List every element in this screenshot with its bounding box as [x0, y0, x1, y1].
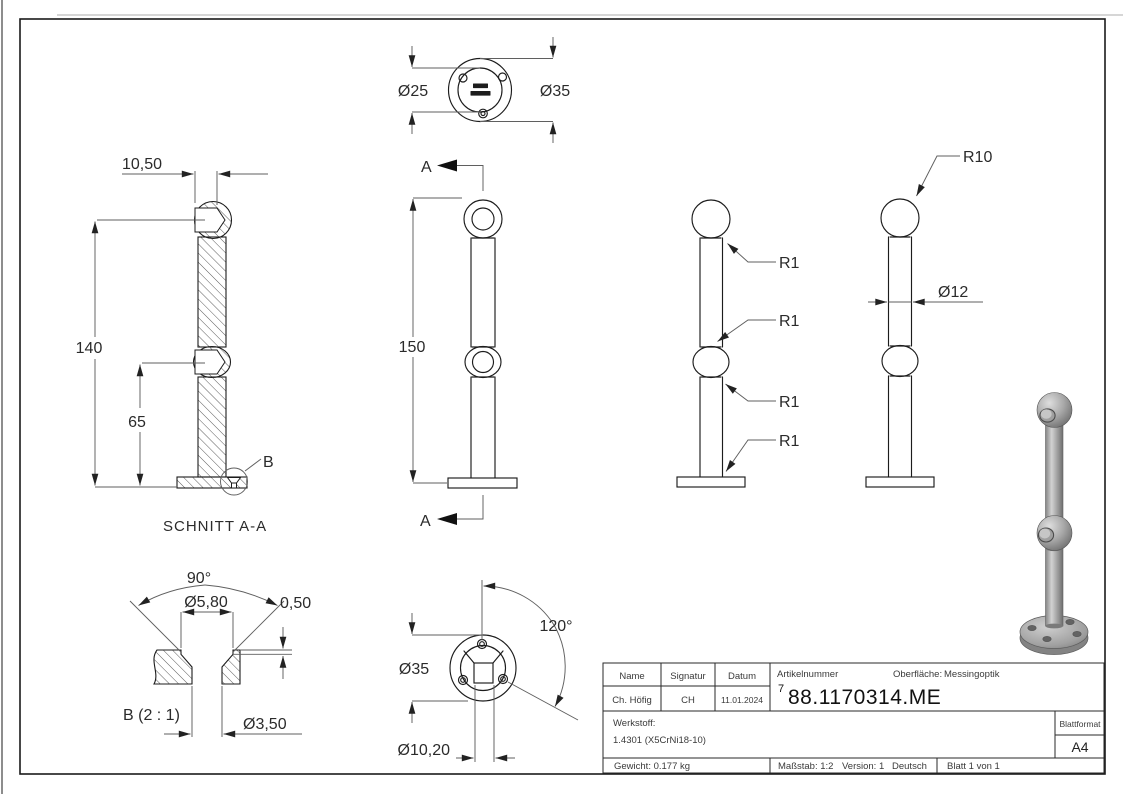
tb-format-label: Blattformat — [1059, 719, 1101, 729]
tb-name-header: Name — [619, 671, 644, 682]
section-title: SCHNITT A-A — [163, 518, 267, 535]
detail-title: B (2 : 1) — [123, 707, 180, 724]
side-view-fillets: R1 R1 R1 R1 — [676, 199, 800, 488]
dim-d25: Ø25 — [398, 83, 428, 100]
dim-65: 65 — [128, 414, 146, 431]
dim-d3-50: Ø3,50 — [243, 716, 287, 733]
socket-middle — [194, 349, 226, 375]
dim-90deg: 90° — [187, 570, 211, 587]
tb-article-label: Artikelnummer — [777, 669, 838, 680]
detail-view-b: 90° Ø5,80 0,50 Ø3,50 B (2 : 1) — [123, 570, 311, 738]
tb-material-label: Werkstoff: — [613, 718, 655, 729]
fillet-r1-2: R1 — [779, 313, 800, 330]
dim-150: 150 — [399, 339, 426, 356]
render-top-ball — [1036, 392, 1073, 428]
dim-0-50: 0,50 — [280, 595, 311, 612]
tb-article-number: 88.1170314.ME — [788, 686, 941, 709]
dim-120deg: 120° — [539, 618, 572, 635]
detail-label-b: B — [263, 454, 274, 471]
dim-d10-20: Ø10,20 — [398, 742, 451, 759]
engraving-text-illegible — [470, 91, 491, 96]
tb-material-value: 1.4301 (X5CrNi18-10) — [613, 735, 706, 746]
dim-d35: Ø35 — [540, 83, 570, 100]
title-block: Name Signatur Datum Ch. Höfig CH 11.01.2… — [602, 662, 1105, 774]
side-view-radius: R10 Ø12 — [865, 149, 992, 488]
render-3d — [1019, 392, 1089, 655]
fillet-r1-3: R1 — [779, 394, 800, 411]
tb-article-prefix: 7 — [778, 683, 784, 695]
detail-circle-b — [220, 467, 248, 496]
tb-weight: Gewicht: 0.177 kg — [614, 761, 690, 772]
dim-d12: Ø12 — [938, 284, 968, 301]
fillet-r1-1: R1 — [779, 255, 800, 272]
dim-d5-80: Ø5,80 — [184, 594, 228, 611]
tb-signature: CH — [681, 695, 695, 706]
section-view: B 10,50 140 65 SCHNITT A-A — [76, 156, 274, 535]
fillet-r1-4: R1 — [779, 433, 800, 450]
cut-label-top: A — [421, 159, 432, 176]
dim-d35-bottom: Ø35 — [399, 661, 429, 678]
tb-language: Deutsch — [892, 761, 927, 772]
radius-r10: R10 — [963, 149, 992, 166]
dim-140: 140 — [76, 340, 103, 357]
tb-scale: Maßstab: 1:2 — [778, 761, 833, 772]
top-view: Ø25 Ø35 — [398, 37, 570, 143]
tb-name: Ch. Höfig — [612, 695, 652, 706]
tb-version: Version: 1 — [842, 761, 884, 772]
tb-format-value: A4 — [1071, 739, 1088, 755]
front-view: 150 — [399, 197, 518, 489]
engraving-text-illegible — [473, 83, 488, 89]
tb-surface-value: Messingoptik — [944, 669, 1000, 680]
dim-10-50: 10,50 — [122, 156, 162, 173]
tb-sheet: Blatt 1 von 1 — [947, 761, 1000, 772]
socket-top — [194, 207, 226, 233]
tb-signature-header: Signatur — [670, 671, 705, 682]
tb-surface-label: Oberfläche: — [893, 669, 942, 680]
cut-label-bottom: A — [420, 513, 431, 530]
section-cut-arrows: A A — [420, 159, 484, 530]
tb-date-header: Datum — [728, 671, 756, 682]
countersink-hole — [231, 482, 237, 489]
tb-date: 11.01.2024 — [721, 695, 763, 705]
bottom-view: Ø35 120° Ø10,20 — [398, 580, 579, 762]
